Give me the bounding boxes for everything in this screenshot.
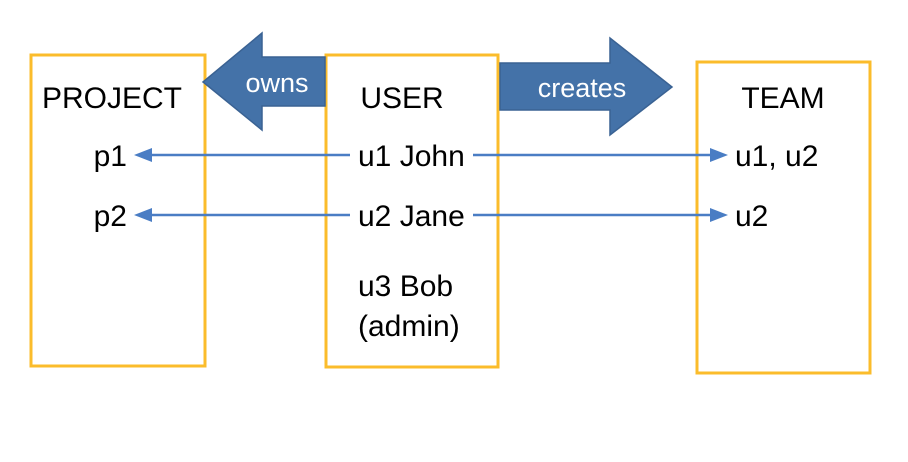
user-row-u1: u1 John bbox=[358, 140, 465, 173]
user-row-u3-note: (admin) bbox=[358, 310, 460, 343]
user-row-u3: u3 Bob bbox=[358, 270, 453, 303]
relation-arrow-owns[interactable]: owns bbox=[201, 31, 326, 132]
connector-u2-to-p2 bbox=[134, 208, 350, 222]
connector-u2-to-team-row2 bbox=[473, 208, 728, 222]
entity-title-project: PROJECT bbox=[42, 82, 182, 115]
relation-label-creates: creates bbox=[538, 73, 627, 103]
relation-arrow-creates[interactable]: creates bbox=[499, 36, 674, 137]
connector-u1-to-p1 bbox=[134, 148, 350, 162]
entity-title-user: USER bbox=[360, 82, 443, 115]
project-row-p1: p1 bbox=[94, 140, 127, 173]
entity-box-team[interactable] bbox=[695, 60, 872, 375]
project-row-p2: p2 bbox=[94, 200, 127, 233]
entity-box-user[interactable] bbox=[324, 53, 500, 369]
entity-box-project[interactable] bbox=[29, 53, 207, 368]
relation-label-owns: owns bbox=[245, 68, 308, 98]
team-row-2: u2 bbox=[735, 200, 768, 233]
team-row-1: u1, u2 bbox=[735, 140, 818, 173]
connector-u1-to-team-row1 bbox=[473, 148, 728, 162]
entity-title-team: TEAM bbox=[741, 82, 824, 115]
user-row-u2: u2 Jane bbox=[358, 200, 465, 233]
